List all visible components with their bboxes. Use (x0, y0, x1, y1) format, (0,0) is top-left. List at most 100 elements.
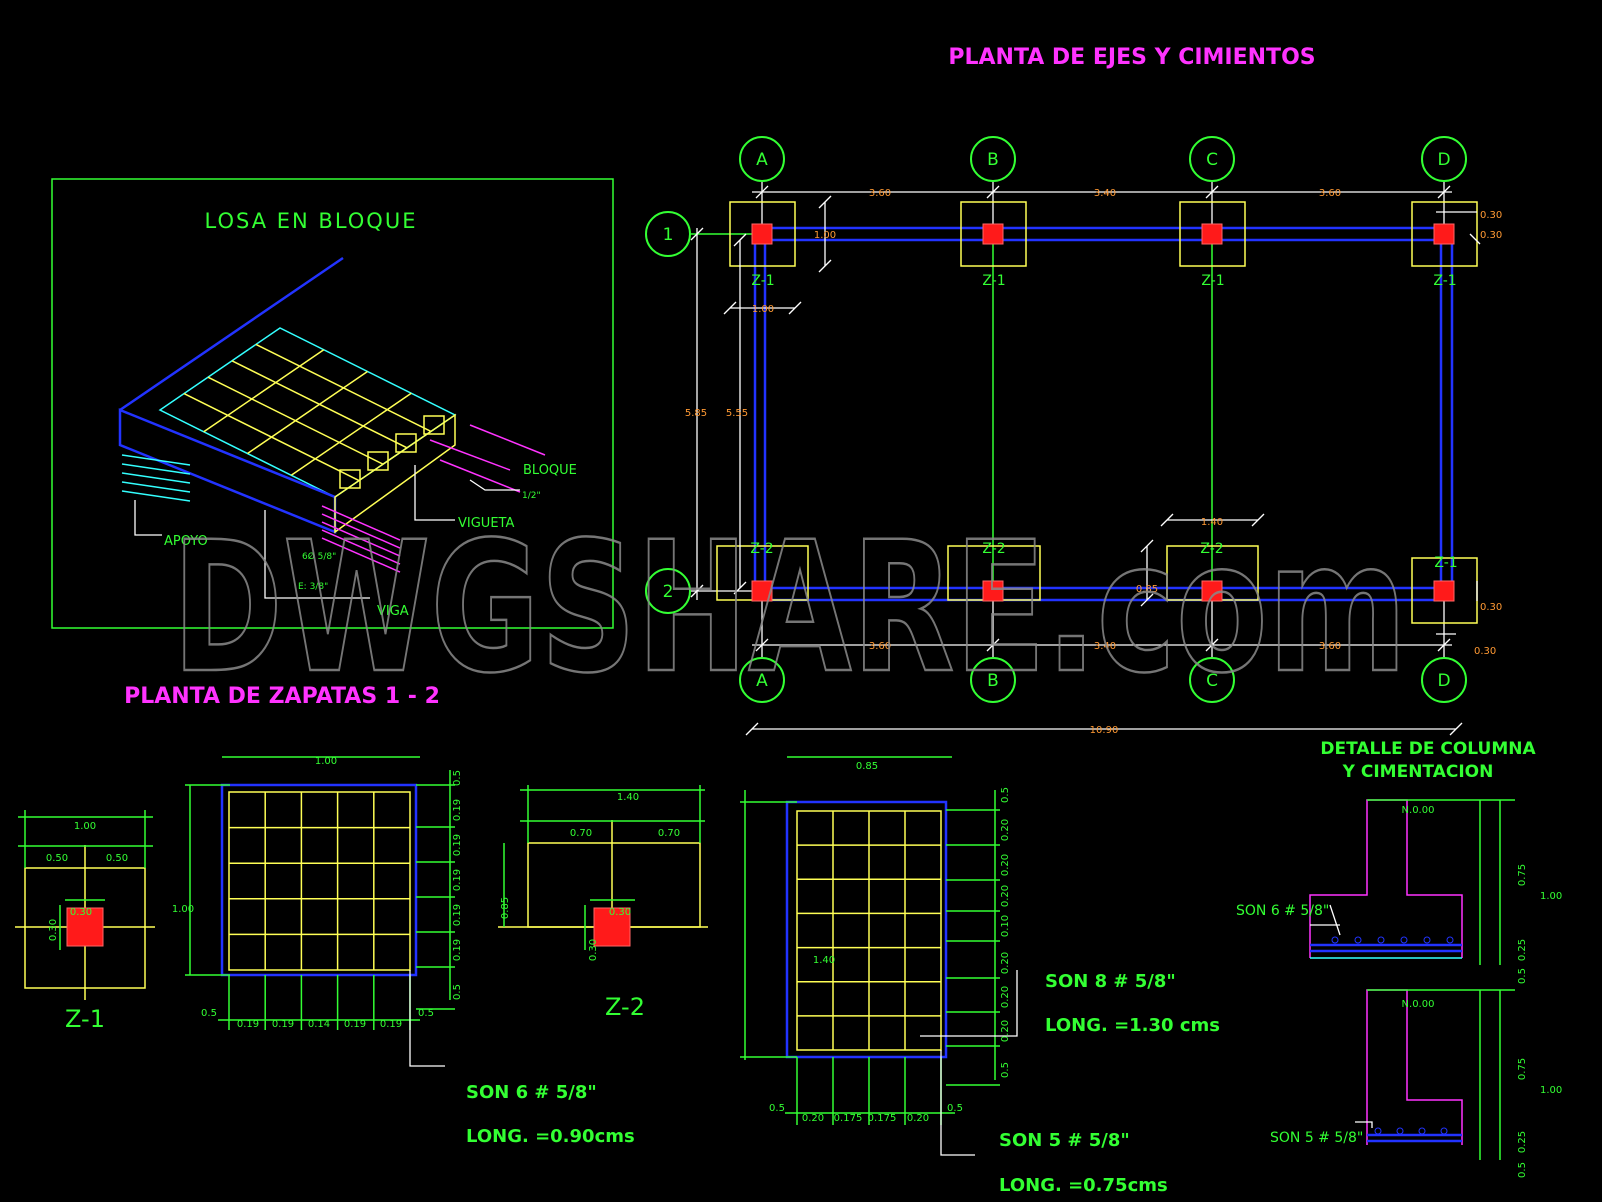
z2-width-dim: 1.40 (1201, 517, 1223, 528)
z2-right-dim: 0.5 (1000, 1062, 1011, 1078)
label-bloque: BLOQUE (523, 463, 577, 478)
footing-label-C2: Z-2 (1200, 541, 1223, 557)
span-cd-bottom: 3.60 (1319, 641, 1341, 652)
footing-label-B2: Z-2 (982, 541, 1005, 557)
plan-title: PLANTA DE EJES Y CIMIENTOS (948, 45, 1315, 70)
dim-tick (1437, 638, 1451, 652)
label-viga: VIGA (377, 604, 409, 619)
svg-text:C: C (1206, 671, 1218, 691)
axis-bubble-2: 2 (645, 568, 691, 614)
span-cd-top: 3.60 (1319, 188, 1341, 199)
z2-grid-top-dim: 0.85 (856, 761, 878, 772)
rebar-dot (1418, 1127, 1426, 1135)
z1-bottom-dim: 0.14 (308, 1019, 330, 1030)
z1-right-dim: 0.19 (452, 904, 463, 926)
label-vigueta: VIGUETA (458, 516, 514, 531)
axis-bubble-B-bottom: B (970, 657, 1016, 703)
block-cell (423, 415, 445, 435)
slab-block-line (247, 370, 368, 455)
z1-bottom-dim: 0.5 (418, 1008, 434, 1019)
rebar (321, 537, 401, 573)
leader-z1-bars (409, 970, 445, 1067)
z1-right-dim: 0.19 (452, 869, 463, 891)
z1-small-col-h: 0.30 (48, 919, 59, 941)
detail-title-2: Y CIMENTACION (1342, 762, 1494, 782)
detail-lower-dim-075: 0.75 (1517, 1058, 1528, 1080)
detail-title-1: DETALLE DE COLUMNA (1320, 739, 1536, 759)
rebar-dot (1374, 1127, 1382, 1135)
z1-bottom-dim: 0.19 (380, 1019, 402, 1030)
z2-small-label: Z-2 (605, 993, 645, 1021)
footings-title: PLANTA DE ZAPATAS 1 - 2 (124, 684, 440, 709)
left-dim-outer: 5.85 (685, 408, 707, 419)
z1-right-dim: 0.5 (452, 770, 463, 786)
z2-small-half-a: 0.70 (570, 828, 592, 839)
column (1433, 223, 1455, 245)
z2-grid-left-dim: 1.40 (813, 955, 835, 966)
column (1433, 580, 1455, 602)
z1-right-dim: 0.19 (452, 834, 463, 856)
z2-small-col-w: 0.30 (609, 907, 631, 918)
z2-small-width: 1.40 (617, 792, 639, 803)
footing-z1 (1179, 201, 1246, 267)
axis-bubble-B-top: B (970, 136, 1016, 182)
span-bc-bottom: 3.40 (1094, 641, 1116, 652)
z1-bottom-dim: 0.19 (272, 1019, 294, 1030)
detail-upper-dim-05: 0.5 (1517, 968, 1528, 984)
z1-bottom-dim: 0.19 (344, 1019, 366, 1030)
svg-text:B: B (987, 150, 999, 170)
dim-tick (690, 584, 704, 598)
rebar-dot (1354, 936, 1362, 944)
span-ab-bottom: 3.60 (869, 641, 891, 652)
rebar-dot (1377, 936, 1385, 944)
z1-bottom-dim: 0.19 (237, 1019, 259, 1030)
brick-course (121, 454, 191, 466)
footing-z1 (729, 201, 796, 267)
dim-tick (733, 581, 747, 595)
svg-text:B: B (987, 671, 999, 691)
z1-small-label: Z-1 (65, 1005, 105, 1033)
dim-tick (733, 233, 747, 247)
svg-text:D: D (1437, 671, 1450, 691)
z2-small-col-h: 0.30 (588, 939, 599, 961)
z2-bottom-dim: 0.5 (947, 1103, 963, 1114)
rebar-dot (1446, 936, 1454, 944)
z2-bottom-dim: 0.20 (907, 1113, 929, 1124)
column (1201, 580, 1223, 602)
leader-z2-bars (920, 970, 1018, 1037)
dim-tick (1449, 722, 1463, 736)
z2-right-dim: 0.20 (1000, 986, 1011, 1008)
z1-footing-outline (220, 783, 418, 977)
svg-text:1: 1 (663, 225, 674, 245)
detail-lower-level: N.0.00 (1402, 999, 1435, 1010)
z1-small-width: 1.00 (74, 821, 96, 832)
brick-course (121, 463, 191, 475)
column (1201, 223, 1223, 245)
z2-bottom-dim: 0.175 (834, 1113, 863, 1124)
col-dim-a: 0.30 (1480, 210, 1502, 221)
rebar-dot (1400, 936, 1408, 944)
leader-viga (264, 510, 370, 599)
z2-right-dim: 0.10 (1000, 915, 1011, 937)
rebar-dot (1331, 936, 1339, 944)
z1-width-dim: 1.00 (752, 304, 774, 315)
z1-right-dim: 0.5 (452, 984, 463, 1000)
axis-bubble-C-top: C (1189, 136, 1235, 182)
detail-upper-dim-075: 0.75 (1517, 864, 1528, 886)
z2-grid-note-length-2: LONG. =0.75cms (999, 1175, 1168, 1196)
rebar (321, 505, 401, 541)
z2-right-dim: 0.20 (1000, 952, 1011, 974)
leader (1329, 904, 1341, 936)
footing-z1 (960, 201, 1027, 267)
dim-tick (1205, 638, 1219, 652)
svg-text:C: C (1206, 150, 1218, 170)
footing-label-B1: Z-1 (982, 273, 1005, 289)
leader-z2-bars-2 (940, 1050, 975, 1156)
z2-grid-note-length: LONG. =1.30 cms (1045, 1015, 1220, 1036)
dim-tick (986, 638, 1000, 652)
svg-text:A: A (756, 671, 768, 691)
label-stirrup: E: 3/8" (298, 582, 328, 592)
z2-right-dim: 0.20 (1000, 885, 1011, 907)
brick-course (121, 490, 191, 502)
